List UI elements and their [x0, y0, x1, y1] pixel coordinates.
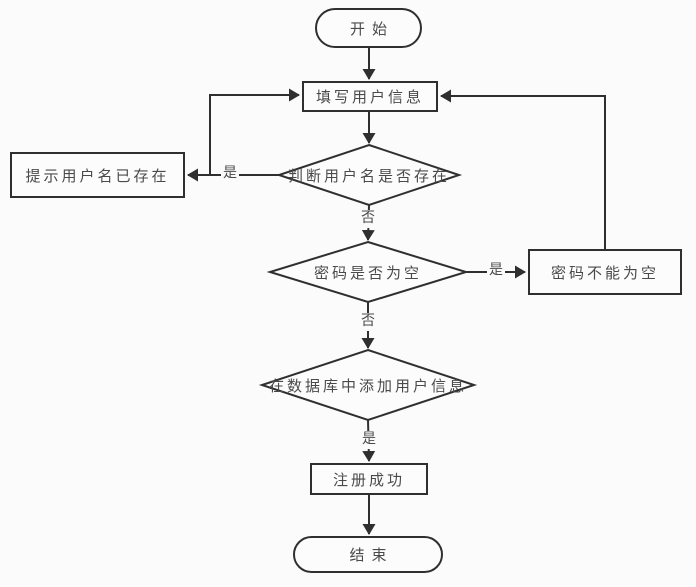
node-check-password: 密码是否为空	[270, 257, 466, 287]
edge-label-add-to-db-yes: 是	[360, 431, 378, 449]
node-password-empty: 密码不能为空	[528, 249, 682, 295]
node-add-to-db: 在数据库中添加用户信息	[262, 370, 474, 400]
node-check-username: 判断用户名是否存在	[279, 160, 459, 190]
node-check-password-label: 密码是否为空	[313, 265, 422, 282]
node-end-label: 结束	[349, 548, 394, 564]
node-fill-info: 填写用户信息	[302, 81, 438, 112]
edge-label-check-password-yes: 是	[487, 262, 505, 280]
node-password-empty-label: 密码不能为空	[550, 265, 659, 282]
node-fill-info-label: 填写用户信息	[315, 90, 424, 106]
edge-label-check-username-no: 否	[359, 210, 377, 228]
node-start: 开始	[315, 8, 422, 48]
node-username-exists: 提示用户名已存在	[10, 152, 185, 198]
edge-label-check-username-yes: 是	[221, 165, 239, 183]
node-start-label: 开始	[349, 21, 394, 38]
arrow-exists-loop-to-fill-info	[209, 88, 300, 175]
node-add-to-db-label: 在数据库中添加用户信息	[268, 378, 467, 395]
node-end: 结束	[293, 536, 443, 573]
node-username-exists-label: 提示用户名已存在	[25, 168, 170, 185]
edge-label-check-password-no: 否	[359, 313, 377, 331]
node-register-success: 注册成功	[310, 463, 428, 495]
node-check-username-label: 判断用户名是否存在	[287, 168, 450, 185]
node-register-success-label: 注册成功	[332, 472, 405, 489]
arrow-empty-loop-to-fill-info	[440, 89, 606, 249]
